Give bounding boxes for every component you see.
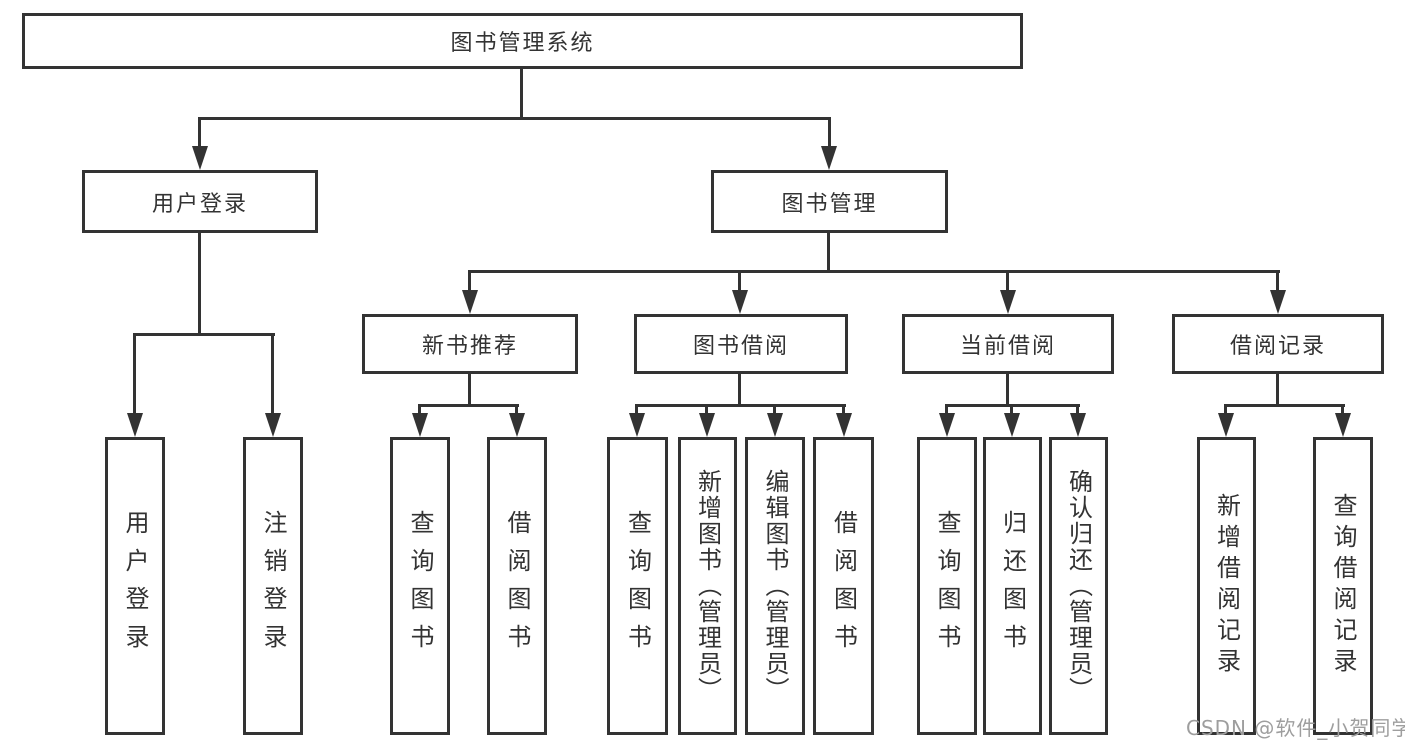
connector-drop — [738, 374, 741, 406]
connector-drop — [1006, 374, 1009, 406]
node-book-borrowing: 图书借阅 — [634, 314, 848, 374]
connector-stem — [945, 404, 948, 417]
connector-stem — [1341, 404, 1344, 417]
node-new-book-recommend: 新书推荐 — [362, 314, 578, 374]
arrow-down-icon — [699, 413, 715, 437]
arrow-down-icon — [462, 290, 478, 314]
leaf-label: 注销登录 — [259, 510, 287, 662]
arrow-down-icon — [192, 146, 208, 170]
connector-stem — [198, 117, 201, 150]
connector-drop — [468, 374, 471, 406]
arrow-down-icon — [509, 413, 525, 437]
node-label: 图书管理 — [781, 191, 878, 217]
connector-stem — [271, 333, 274, 415]
leaf-add-borrow-record: 新增借阅记录 — [1197, 437, 1256, 735]
connector-stem — [828, 117, 831, 150]
connector-stem — [1010, 404, 1013, 417]
leaf-confirm-return-admin: 确认归还（管理员） — [1049, 437, 1108, 735]
node-borrowing-records: 借阅记录 — [1172, 314, 1384, 374]
leaf-label: 借阅图书 — [829, 510, 858, 662]
connector-rail — [468, 270, 1280, 273]
connector-stem — [842, 404, 845, 417]
connector-root-drop — [520, 69, 523, 118]
connector-rail — [133, 333, 275, 336]
connector-stem — [1076, 404, 1079, 417]
arrow-down-icon — [732, 290, 748, 314]
connector-stem — [1276, 270, 1279, 294]
leaf-label: 借阅图书 — [503, 510, 531, 662]
connector-stem — [1224, 404, 1227, 417]
node-label: 图书管理系统 — [450, 31, 595, 56]
leaf-logout: 注销登录 — [243, 437, 303, 735]
connector-rail — [635, 404, 846, 407]
leaf-return-books: 归还图书 — [983, 437, 1042, 735]
arrow-down-icon — [265, 413, 281, 437]
leaf-label: 归还图书 — [998, 510, 1027, 662]
node-label: 新书推荐 — [421, 334, 518, 359]
arrow-down-icon — [629, 413, 645, 437]
connector-stem — [468, 270, 471, 294]
leaf-label: 新增图书（管理员） — [693, 469, 722, 703]
leaf-query-books-borrowing: 查询图书 — [607, 437, 668, 735]
connector-drop — [1276, 374, 1279, 406]
node-label: 当前借阅 — [959, 334, 1056, 359]
connector-drop — [827, 233, 830, 272]
leaf-label: 新增借阅记录 — [1212, 493, 1241, 679]
leaf-label: 编辑图书（管理员） — [761, 469, 789, 703]
leaf-borrow-books-borrowing: 借阅图书 — [813, 437, 874, 735]
leaf-label: 确认归还（管理员） — [1064, 469, 1093, 703]
arrow-down-icon — [1270, 290, 1286, 314]
connector-rail — [418, 404, 519, 407]
arrow-down-icon — [836, 413, 852, 437]
leaf-user-login: 用户登录 — [105, 437, 165, 735]
leaf-label: 用户登录 — [121, 510, 149, 662]
connector-stem — [705, 404, 708, 417]
arrow-down-icon — [939, 413, 955, 437]
connector-root-rail — [199, 117, 831, 120]
leaf-label: 查询图书 — [406, 510, 434, 662]
connector-rail — [1224, 404, 1345, 407]
leaf-add-book-admin: 新增图书（管理员） — [678, 437, 737, 735]
arrow-down-icon — [1070, 413, 1086, 437]
node-label: 借阅记录 — [1229, 334, 1326, 359]
arrow-down-icon — [127, 413, 143, 437]
arrow-down-icon — [821, 146, 837, 170]
connector-stem — [418, 404, 421, 417]
leaf-edit-book-admin: 编辑图书（管理员） — [745, 437, 805, 735]
node-book-management: 图书管理 — [711, 170, 948, 233]
arrow-down-icon — [1004, 413, 1020, 437]
watermark-text: CSDN @软件_小贺同学 — [1186, 716, 1405, 740]
connector-stem — [133, 333, 136, 415]
connector-stem — [738, 270, 741, 294]
arrow-down-icon — [1335, 413, 1351, 437]
connector-stem — [635, 404, 638, 417]
node-label: 图书借阅 — [692, 334, 789, 359]
leaf-label: 查询图书 — [933, 510, 961, 662]
leaf-borrow-books-recommend: 借阅图书 — [487, 437, 547, 735]
leaf-label: 查询借阅记录 — [1329, 493, 1357, 679]
leaf-label: 查询图书 — [623, 510, 652, 662]
leaf-query-books-current: 查询图书 — [917, 437, 977, 735]
connector-stem — [1006, 270, 1009, 294]
node-label: 用户登录 — [151, 191, 248, 217]
leaf-query-borrow-record: 查询借阅记录 — [1313, 437, 1373, 735]
connector-drop — [198, 233, 201, 335]
arrow-down-icon — [412, 413, 428, 437]
arrow-down-icon — [767, 413, 783, 437]
arrow-down-icon — [1000, 290, 1016, 314]
node-current-borrowing: 当前借阅 — [902, 314, 1114, 374]
node-library-system: 图书管理系统 — [22, 13, 1023, 69]
leaf-query-books-recommend: 查询图书 — [390, 437, 450, 735]
connector-stem — [515, 404, 518, 417]
connector-stem — [773, 404, 776, 417]
arrow-down-icon — [1218, 413, 1234, 437]
node-user-login: 用户登录 — [82, 170, 318, 233]
